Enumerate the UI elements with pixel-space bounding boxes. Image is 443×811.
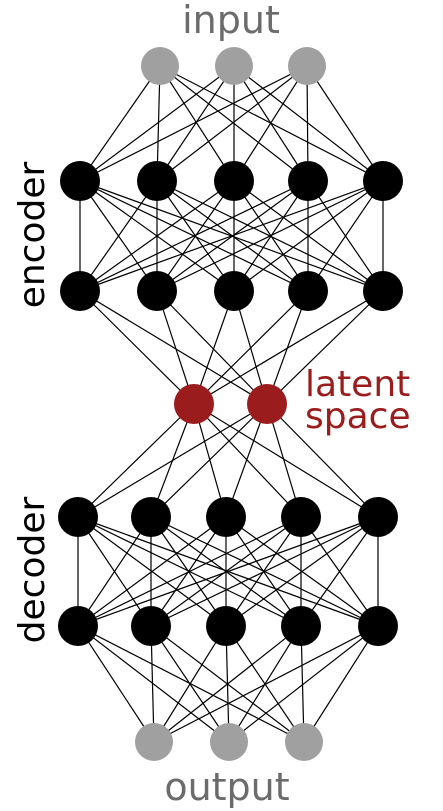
encoder-1-node-1 (60, 161, 100, 201)
edge-decoder-2-4-to-output-1 (153, 625, 302, 743)
edge-encoder-1-5-to-encoder-2-4 (307, 180, 384, 292)
input-node-3 (288, 47, 326, 85)
edge-decoder-2-1-to-output-3 (77, 625, 305, 743)
edge-input-3-to-encoder-1-5 (306, 65, 384, 182)
edge-input-1-to-encoder-1-1 (79, 65, 161, 182)
edge-encoder-2-5-to-latent-2 (266, 290, 384, 405)
edges (77, 65, 384, 743)
edge-encoder-1-5-to-encoder-2-2 (156, 180, 384, 292)
decoder-2-node-5 (358, 606, 398, 646)
output-label: output (164, 765, 289, 809)
input-label: input (182, 0, 280, 42)
encoder-1-node-5 (363, 161, 403, 201)
input-node-1 (141, 47, 179, 85)
edge-input-1-to-encoder-1-3 (159, 65, 235, 182)
decoder-2-node-1 (58, 606, 98, 646)
edge-input-3-to-encoder-1-3 (233, 65, 308, 182)
edge-decoder-1-4-to-decoder-2-1 (77, 516, 302, 627)
edge-encoder-2-2-to-latent-2 (156, 290, 268, 405)
edge-encoder-1-3-to-encoder-2-1 (79, 180, 235, 292)
nodes (58, 47, 403, 761)
decoder-1-node-5 (358, 497, 398, 537)
encoder-1-node-2 (137, 161, 177, 201)
edge-input-2-to-encoder-1-2 (156, 65, 235, 182)
decoder-2-node-4 (281, 606, 321, 646)
decoder-1-node-1 (58, 497, 98, 537)
encoder-2-node-4 (288, 271, 328, 311)
encoder-2-node-2 (137, 271, 177, 311)
edge-decoder-1-5-to-decoder-2-2 (150, 516, 379, 627)
edge-encoder-2-5-to-latent-1 (193, 290, 384, 405)
edge-decoder-2-5-to-output-2 (228, 625, 379, 743)
edge-decoder-2-1-to-output-2 (77, 625, 230, 743)
edge-encoder-2-1-to-latent-1 (79, 290, 195, 405)
edge-encoder-1-2-to-encoder-2-1 (79, 180, 158, 292)
edge-latent-1-to-decoder-1-5 (193, 403, 379, 518)
edge-decoder-2-1-to-output-1 (77, 625, 155, 743)
decoder-1-node-3 (206, 497, 246, 537)
edge-decoder-2-5-to-output-3 (303, 625, 379, 743)
edge-decoder-1-4-to-decoder-2-2 (150, 516, 302, 627)
edge-input-3-to-encoder-1-2 (156, 65, 308, 182)
encoder-2-node-3 (214, 271, 254, 311)
edge-latent-2-to-decoder-1-2 (150, 403, 268, 518)
edge-input-3-to-encoder-1-1 (79, 65, 308, 182)
encoder-2-node-1 (60, 271, 100, 311)
edge-decoder-2-3-to-output-1 (153, 625, 227, 743)
edge-latent-2-to-decoder-1-3 (225, 403, 268, 518)
decoder-2-node-2 (131, 606, 171, 646)
output-node-3 (285, 723, 323, 761)
edge-latent-1-to-decoder-1-4 (193, 403, 302, 518)
decoder-label: decoder (12, 496, 53, 643)
input-node-2 (215, 47, 253, 85)
encoder-1-node-4 (288, 161, 328, 201)
edge-latent-2-to-decoder-1-1 (77, 403, 268, 518)
edge-decoder-1-5-to-decoder-2-1 (77, 516, 379, 627)
edge-encoder-2-1-to-latent-2 (79, 290, 268, 405)
edge-decoder-1-2-to-decoder-2-1 (77, 516, 152, 627)
output-node-2 (210, 723, 248, 761)
latent-node-1 (174, 384, 214, 424)
edge-latent-1-to-decoder-1-1 (77, 403, 195, 518)
edge-input-2-to-encoder-1-1 (79, 65, 235, 182)
edge-latent-2-to-decoder-1-5 (266, 403, 379, 518)
edge-encoder-1-5-to-encoder-2-3 (233, 180, 384, 292)
encoder-1-node-3 (214, 161, 254, 201)
edge-encoder-1-3-to-encoder-2-2 (156, 180, 235, 292)
decoder-1-node-4 (281, 497, 321, 537)
edge-encoder-1-5-to-encoder-2-1 (79, 180, 384, 292)
edge-encoder-1-4-to-encoder-2-1 (79, 180, 309, 292)
encoder-2-node-5 (363, 271, 403, 311)
latent-node-2 (247, 384, 287, 424)
edge-decoder-1-5-to-decoder-2-3 (225, 516, 379, 627)
edge-encoder-2-4-to-latent-1 (193, 290, 309, 405)
latent-label-line1: latent (305, 364, 410, 405)
latent-label-line2: space (305, 396, 411, 437)
edge-decoder-2-5-to-output-1 (153, 625, 379, 743)
edge-decoder-1-5-to-decoder-2-4 (300, 516, 379, 627)
output-node-1 (135, 723, 173, 761)
decoder-2-node-3 (206, 606, 246, 646)
decoder-1-node-2 (131, 497, 171, 537)
encoder-label: encoder (12, 162, 53, 309)
edge-decoder-1-3-to-decoder-2-1 (77, 516, 227, 627)
edge-input-2-to-encoder-1-5 (233, 65, 384, 182)
